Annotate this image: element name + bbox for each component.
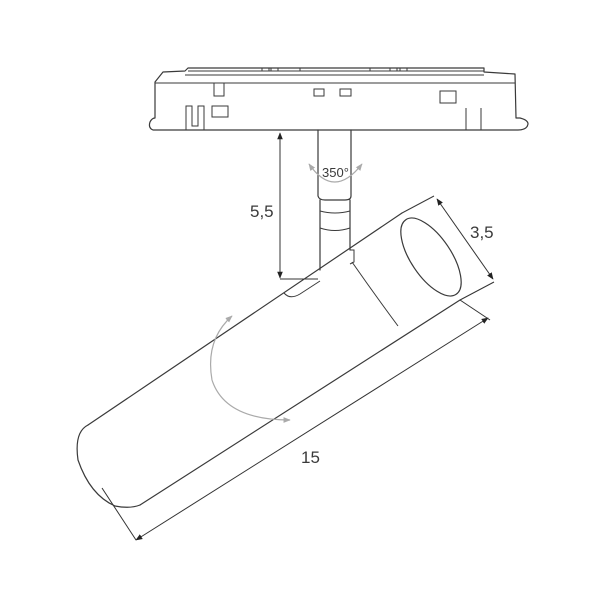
rotation-indicator-stem: 350°: [308, 163, 363, 183]
lamp-body: [76, 212, 461, 508]
track-adapter: [148, 67, 529, 131]
rotation-indicator-body: [209, 315, 291, 423]
stem-height-dimension: 5,5: [250, 132, 318, 280]
head-diameter-dimension: 3,5: [436, 198, 495, 301]
rotation-label: 350°: [322, 165, 349, 180]
lamp-head: [400, 195, 462, 297]
body-length-label: 15: [301, 448, 320, 467]
head-diameter-label: 3,5: [470, 223, 494, 242]
stem: [317, 129, 355, 271]
body-length-dimension: 15: [101, 299, 491, 541]
stem-height-label: 5,5: [250, 202, 274, 221]
